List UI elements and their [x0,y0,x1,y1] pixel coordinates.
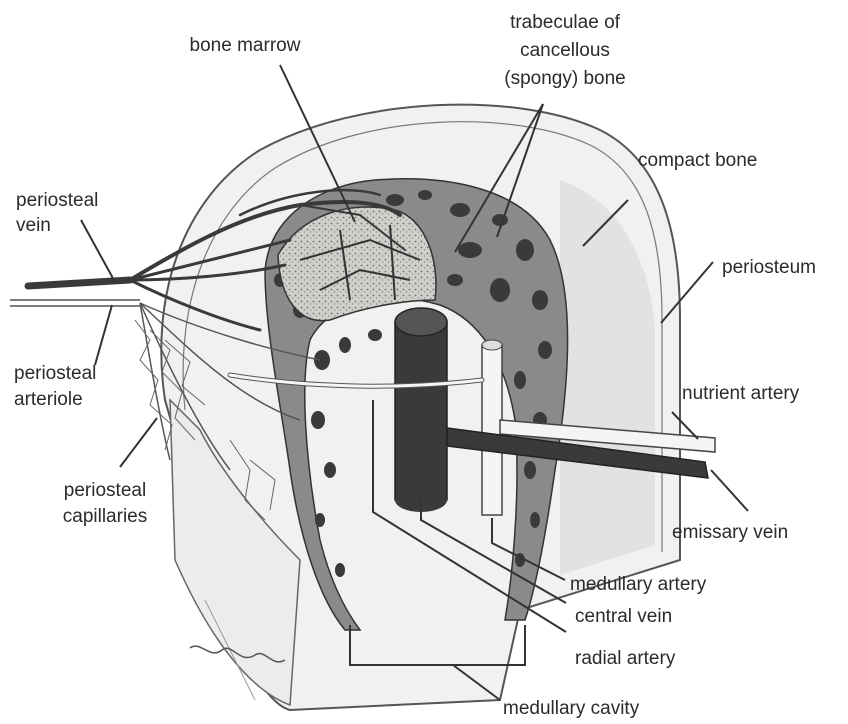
label-periosteal-arteriole-line1: periosteal [14,363,96,385]
label-nutrient-artery: nutrient artery [682,383,799,405]
label-trabeculae-line3: (spongy) bone [465,68,665,90]
label-compact-bone: compact bone [638,150,757,172]
label-medullary-cavity: medullary cavity [503,698,639,720]
label-trabeculae-line2: cancellous [465,40,665,62]
central-vein [395,308,447,512]
label-periosteal-arteriole-line2: arteriole [14,389,83,411]
label-periosteal-capillaries-line2: capillaries [20,506,190,528]
label-emissary-vein: emissary vein [672,522,788,544]
label-radial-artery: radial artery [575,648,675,670]
label-periosteal-vein-line1: periosteal [16,190,98,212]
label-bone-marrow: bone marrow [140,35,350,57]
label-periosteal-capillaries-line1: periosteal [20,480,190,502]
medullary-artery [482,340,502,515]
label-periosteal-vein-line2: vein [16,215,51,237]
label-central-vein: central vein [575,606,672,628]
label-periosteum: periosteum [722,257,816,279]
label-medullary-artery: medullary artery [570,574,706,596]
label-trabeculae-line1: trabeculae of [465,12,665,34]
